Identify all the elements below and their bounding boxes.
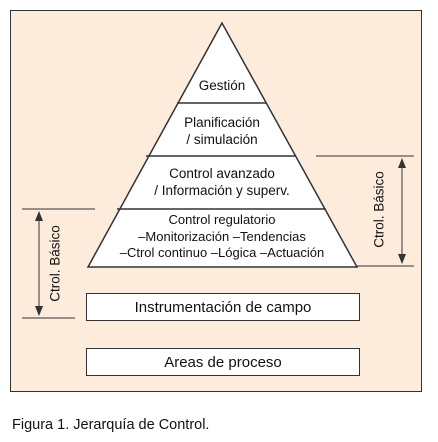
left-ctrol-basico-label: Ctrol. Básico <box>47 225 63 302</box>
level-planificacion-line2: / simulación <box>186 132 258 147</box>
right-ctrol-basico-label: Ctrol. Básico <box>371 171 387 248</box>
level-gestion: Gestión <box>198 78 246 93</box>
level-control-regulatorio-line3: –Ctrol continuo –Lógica –Actuación <box>119 245 325 260</box>
right-arrow-down <box>398 254 406 264</box>
level-planificacion: Planificación / simulación <box>152 114 292 148</box>
pyramid-outline <box>86 21 359 268</box>
level-control-avanzado-line2: / Información y superv. <box>154 183 290 198</box>
left-arrow-down <box>35 306 43 316</box>
level-control-avanzado: Control avanzado / Información y superv. <box>132 165 312 199</box>
level-control-regulatorio-line1: Control regulatorio <box>168 212 276 227</box>
figure-caption: Figura 1. Jerarquía de Control. <box>12 417 210 433</box>
level-planificacion-line1: Planificación <box>184 115 260 130</box>
level-control-regulatorio-line2: –Monitorización –Tendencias <box>138 228 306 244</box>
box-instrumentacion: Instrumentación de campo <box>86 293 360 321</box>
level-control-regulatorio: Control regulatorio –Monitorización –Ten… <box>92 212 352 262</box>
right-arrow-up <box>398 158 406 168</box>
left-arrow-up <box>35 211 43 221</box>
level-control-avanzado-line1: Control avanzado <box>169 166 275 181</box>
box-areas-proceso: Areas de proceso <box>86 348 360 376</box>
